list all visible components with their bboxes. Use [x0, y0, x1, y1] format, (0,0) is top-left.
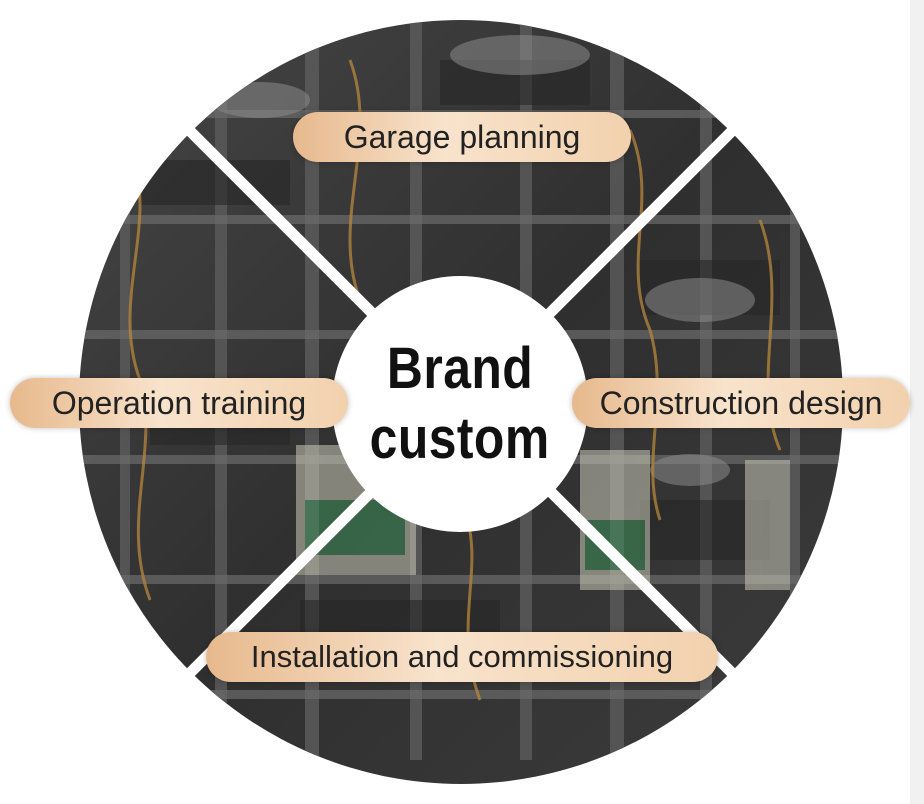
- center-title-line-2: custom: [370, 406, 550, 471]
- segment-label-operation-training: Operation training: [10, 378, 348, 428]
- center-title-line-1: Brand: [386, 336, 534, 401]
- center-hub: Brand custom: [332, 276, 588, 532]
- segment-label-garage-planning: Garage planning: [293, 112, 631, 162]
- segment-label-installation-commissioning: Installation and commissioning: [206, 632, 718, 682]
- page-edge-strip: [910, 0, 924, 804]
- segment-label-construction-design: Construction design: [572, 378, 910, 428]
